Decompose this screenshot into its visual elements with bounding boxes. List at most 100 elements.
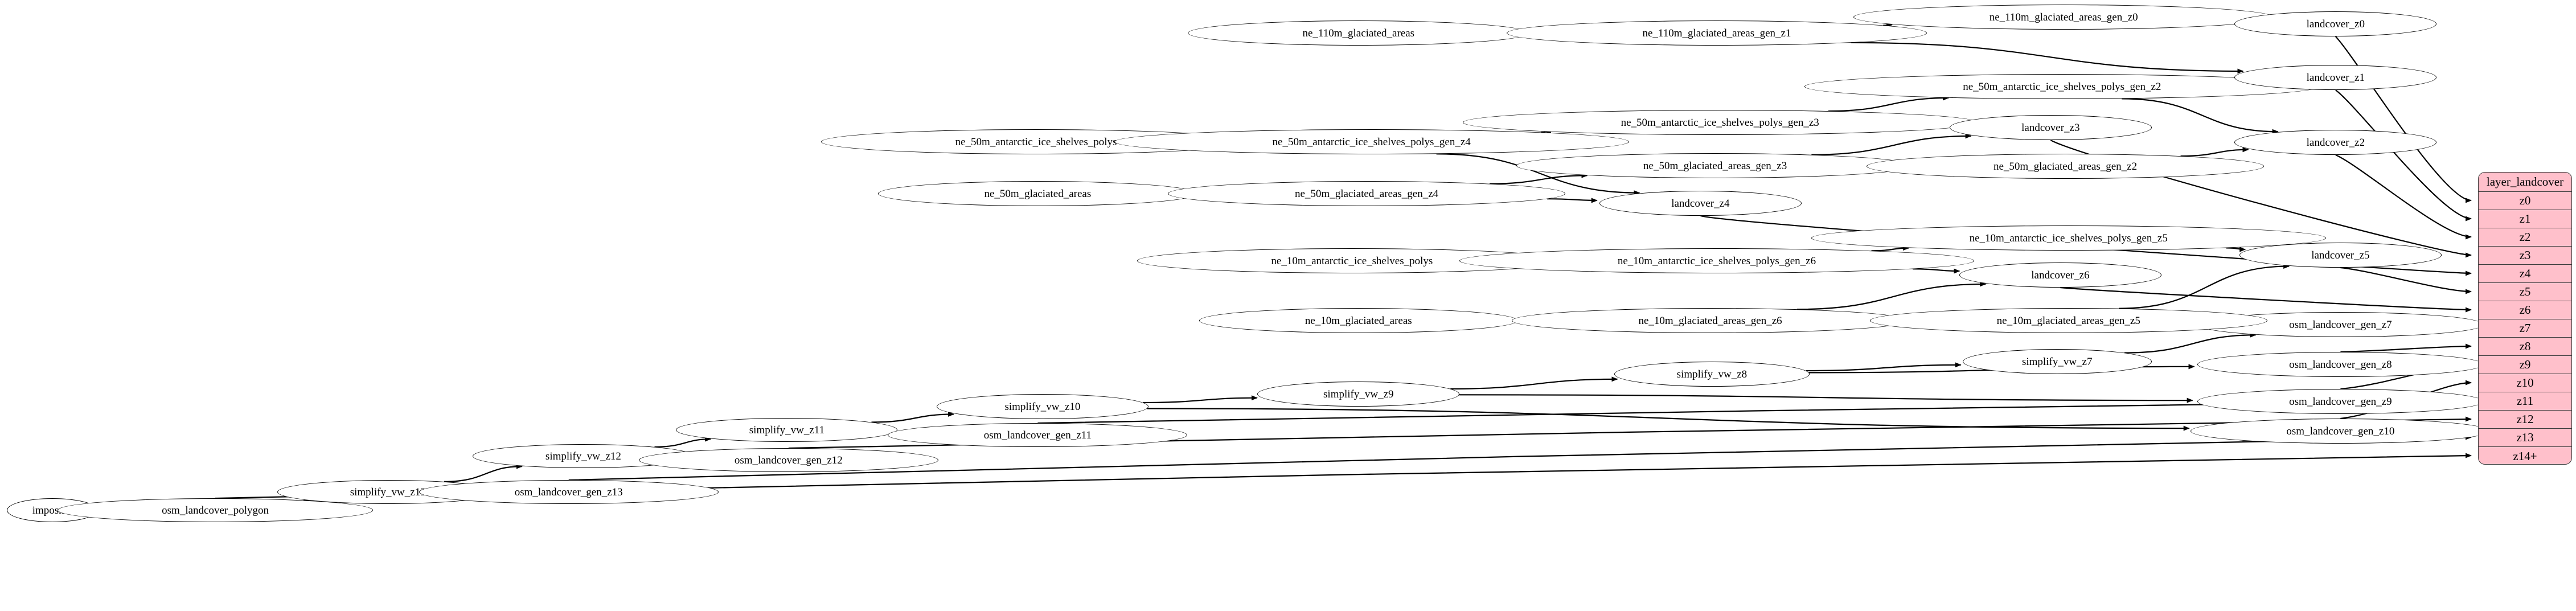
table-row-label: z3 xyxy=(2519,248,2531,262)
node-label: osm_landcover_gen_z12 xyxy=(734,454,843,466)
node-ne_10m_glaciated_areas[interactable]: ne_10m_glaciated_areas xyxy=(1199,308,1519,333)
node-osm_landcover_gen_z10[interactable]: osm_landcover_gen_z10 xyxy=(2191,419,2491,444)
node-osm_landcover_polygon[interactable]: osm_landcover_polygon xyxy=(57,498,374,522)
node-ne_50m_antarctic_ice_shelves_polys_gen_z2[interactable]: ne_50m_antarctic_ice_shelves_polys_gen_z… xyxy=(1804,74,2320,99)
edge-simplify_vw_z13-to-simplify_vw_z12 xyxy=(444,464,523,482)
node-label: ne_50m_glaciated_areas xyxy=(984,187,1092,200)
node-ne_110m_glaciated_areas_gen_z1[interactable]: ne_110m_glaciated_areas_gen_z1 xyxy=(1507,20,1927,46)
table-row-z8[interactable]: z8 xyxy=(2479,338,2571,356)
node-ne_10m_glaciated_areas_gen_z5[interactable]: ne_10m_glaciated_areas_gen_z5 xyxy=(1869,308,2267,333)
node-label: ne_110m_glaciated_areas xyxy=(1302,27,1415,39)
node-osm_landcover_gen_z12[interactable]: osm_landcover_gen_z12 xyxy=(638,448,938,472)
edge-ne_50m_glaciated_areas_gen_z2-to-landcover_z2 xyxy=(2180,147,2249,157)
node-ne_50m_antarctic_ice_shelves_polys_gen_z3[interactable]: ne_50m_antarctic_ice_shelves_polys_gen_z… xyxy=(1462,110,1978,135)
table-row-label: z10 xyxy=(2516,376,2534,389)
table-row-z11[interactable]: z11 xyxy=(2479,392,2571,411)
node-osm_landcover_gen_z9[interactable]: osm_landcover_gen_z9 xyxy=(2197,389,2484,414)
node-label: ne_10m_glaciated_areas_gen_z6 xyxy=(1638,314,1782,327)
table-row-z3[interactable]: z3 xyxy=(2479,247,2571,265)
edge-ne_50m_antarctic_ice_shelves_polys_gen_z3-to-ne_50m_antarctic_ice_shelves_polys_gen_z2 xyxy=(1828,95,1950,112)
node-label: ne_10m_antarctic_ice_shelves_polys_gen_z… xyxy=(1617,255,1816,267)
edge-simplify_vw_z10-to-simplify_vw_z9 xyxy=(1143,395,1258,404)
node-label: osm_landcover_gen_z13 xyxy=(514,486,623,498)
node-osm_landcover_gen_z8[interactable]: osm_landcover_gen_z8 xyxy=(2197,352,2484,377)
edge-landcover_z1-to-table-row-z1 xyxy=(2335,89,2472,222)
node-ne_10m_antarctic_ice_shelves_polys_gen_z6[interactable]: ne_10m_antarctic_ice_shelves_polys_gen_z… xyxy=(1459,248,1974,273)
node-osm_landcover_gen_z11[interactable]: osm_landcover_gen_z11 xyxy=(888,423,1188,447)
node-simplify_vw_z8[interactable]: simplify_vw_z8 xyxy=(1614,362,1810,387)
table-row-z6[interactable]: z6 xyxy=(2479,301,2571,319)
node-label: simplify_vw_z7 xyxy=(2021,355,2093,368)
node-label: osm_landcover_gen_z11 xyxy=(983,429,1092,441)
table-row-label: z8 xyxy=(2519,339,2531,353)
table-row-z13[interactable]: z13 xyxy=(2479,429,2571,447)
node-label: osm_landcover_gen_z7 xyxy=(2289,318,2392,331)
table-row-z1[interactable]: z1 xyxy=(2479,210,2571,228)
edge-ne_10m_antarctic_ice_shelves_polys_gen_z6-to-ne_10m_antarctic_ice_shelves_polys_gen_z5 xyxy=(1871,245,1910,252)
node-label: ne_110m_glaciated_areas_gen_z1 xyxy=(1642,27,1791,39)
node-label: landcover_z0 xyxy=(2306,18,2365,30)
table-row-z5[interactable]: z5 xyxy=(2479,283,2571,301)
table-row-label: z13 xyxy=(2516,430,2534,444)
table-row-z14+[interactable]: z14+ xyxy=(2479,447,2571,464)
node-landcover_z1[interactable]: landcover_z1 xyxy=(2234,65,2437,90)
edge-simplify_vw_z8-to-simplify_vw_z7 xyxy=(1806,362,1962,372)
node-ne_110m_glaciated_areas_gen_z0[interactable]: ne_110m_glaciated_areas_gen_z0 xyxy=(1853,5,2274,30)
node-ne_50m_glaciated_areas_gen_z3[interactable]: ne_50m_glaciated_areas_gen_z3 xyxy=(1516,153,1914,178)
node-simplify_vw_z11[interactable]: simplify_vw_z11 xyxy=(676,418,898,442)
node-simplify_vw_z7[interactable]: simplify_vw_z7 xyxy=(1962,349,2152,374)
table-row-z9[interactable]: z9 xyxy=(2479,356,2571,374)
node-label: osm_landcover_gen_z10 xyxy=(2286,425,2395,437)
node-ne_10m_antarctic_ice_shelves_polys_gen_z5[interactable]: ne_10m_antarctic_ice_shelves_polys_gen_z… xyxy=(1811,225,2326,251)
node-landcover_z5[interactable]: landcover_z5 xyxy=(2239,243,2442,268)
node-ne_50m_glaciated_areas_gen_z4[interactable]: ne_50m_glaciated_areas_gen_z4 xyxy=(1168,181,1565,206)
table-row-label: z2 xyxy=(2519,230,2531,244)
node-ne_50m_antarctic_ice_shelves_polys_gen_z4[interactable]: ne_50m_antarctic_ice_shelves_polys_gen_z… xyxy=(1114,129,1629,154)
node-osm_landcover_gen_z13[interactable]: osm_landcover_gen_z13 xyxy=(419,480,719,504)
table-row-z12[interactable]: z12 xyxy=(2479,411,2571,429)
node-landcover_z2[interactable]: landcover_z2 xyxy=(2234,130,2437,155)
table-row-z0[interactable]: z0 xyxy=(2479,192,2571,210)
node-label: ne_50m_glaciated_areas_gen_z3 xyxy=(1643,159,1787,172)
node-label: ne_50m_glaciated_areas_gen_z4 xyxy=(1295,187,1439,200)
table-row-z2[interactable]: z2 xyxy=(2479,228,2571,247)
node-label: ne_50m_glaciated_areas_gen_z2 xyxy=(1993,160,2138,173)
node-label: simplify_vw_z8 xyxy=(1676,368,1748,380)
node-osm_landcover_gen_z7[interactable]: osm_landcover_gen_z7 xyxy=(2197,312,2484,337)
edge-simplify_vw_z9-to-osm_landcover_gen_z9 xyxy=(1459,394,2193,403)
edge-ne_50m_glaciated_areas_gen_z4-to-ne_50m_glaciated_areas_gen_z3 xyxy=(1489,173,1588,184)
edge-simplify_vw_z12-to-simplify_vw_z11 xyxy=(654,436,711,448)
table-header-label: layer_landcover xyxy=(2486,175,2564,188)
table-row-label: z5 xyxy=(2519,285,2531,298)
node-label: osm_landcover_polygon xyxy=(162,504,269,516)
node-landcover_z0[interactable]: landcover_z0 xyxy=(2234,11,2437,36)
edge-simplify_vw_z7-to-osm_landcover_gen_z7 xyxy=(2124,332,2257,354)
node-label: landcover_z1 xyxy=(2306,71,2365,84)
table-row-label: z0 xyxy=(2519,194,2531,207)
edge-ne_110m_glaciated_areas_gen_z1-to-landcover_z1 xyxy=(1851,42,2244,74)
table-row-z4[interactable]: z4 xyxy=(2479,265,2571,283)
table-row-z7[interactable]: z7 xyxy=(2479,319,2571,338)
edge-ne_50m_glaciated_areas_gen_z4-to-landcover_z4 xyxy=(1547,198,1598,203)
table-row-label: z6 xyxy=(2519,303,2531,317)
node-landcover_z3[interactable]: landcover_z3 xyxy=(1949,115,2152,140)
node-simplify_vw_z10[interactable]: simplify_vw_z10 xyxy=(937,394,1148,419)
node-landcover_z6[interactable]: landcover_z6 xyxy=(1959,263,2161,288)
table-row-z10[interactable]: z10 xyxy=(2479,374,2571,392)
node-ne_10m_glaciated_areas_gen_z6[interactable]: ne_10m_glaciated_areas_gen_z6 xyxy=(1511,308,1909,333)
node-ne_50m_glaciated_areas[interactable]: ne_50m_glaciated_areas xyxy=(878,181,1197,206)
edge-ne_10m_glaciated_areas_gen_z6-to-landcover_z6 xyxy=(1796,281,1987,310)
node-landcover_z4[interactable]: landcover_z4 xyxy=(1599,191,1802,216)
node-label: simplify_vw_z13 xyxy=(350,486,426,498)
node-ne_110m_glaciated_areas[interactable]: ne_110m_glaciated_areas xyxy=(1187,20,1530,46)
node-label: simplify_vw_z9 xyxy=(1323,388,1394,400)
edge-ne_10m_antarctic_ice_shelves_polys_gen_z6-to-landcover_z6 xyxy=(1913,268,1960,274)
edge-simplify_vw_z9-to-simplify_vw_z8 xyxy=(1450,376,1618,389)
node-label: ne_50m_antarctic_ice_shelves_polys xyxy=(955,136,1117,148)
edge-ne_50m_antarctic_ice_shelves_polys_gen_z2-to-landcover_z2 xyxy=(2122,98,2279,134)
edge-ne_10m_antarctic_ice_shelves_polys_gen_z5-to-landcover_z5 xyxy=(2226,247,2246,252)
node-ne_50m_glaciated_areas_gen_z2[interactable]: ne_50m_glaciated_areas_gen_z2 xyxy=(1867,154,2264,179)
node-label: landcover_z3 xyxy=(2021,121,2080,134)
node-simplify_vw_z9[interactable]: simplify_vw_z9 xyxy=(1257,382,1460,407)
